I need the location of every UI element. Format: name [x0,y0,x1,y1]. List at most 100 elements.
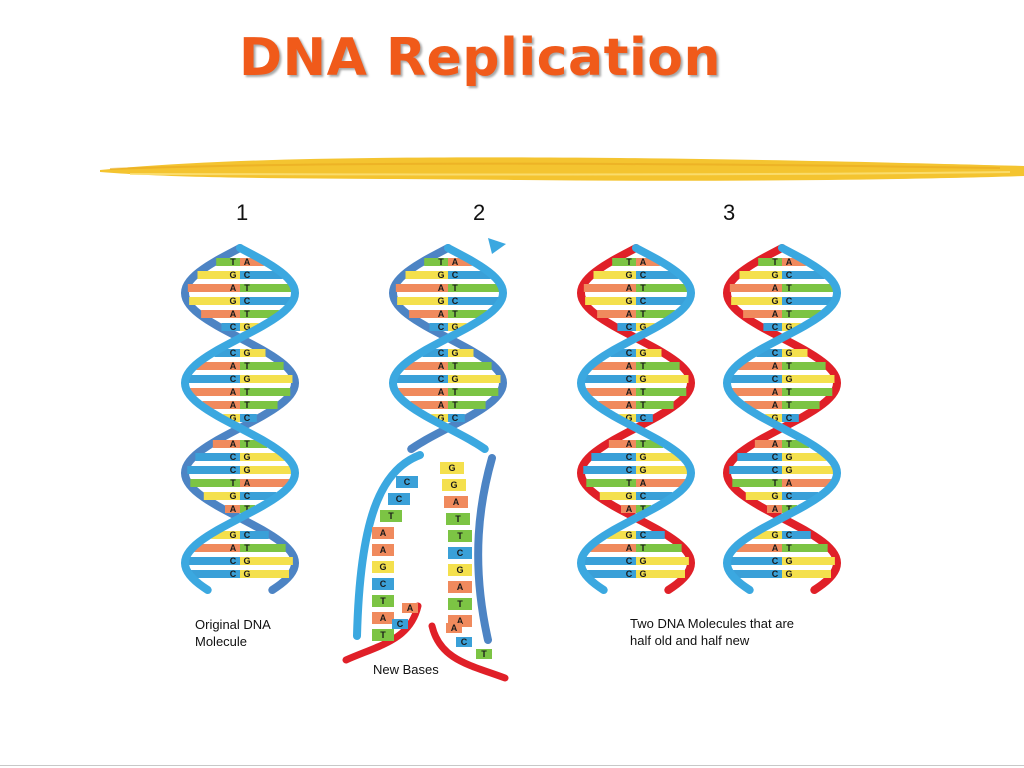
base-block-A [448,581,472,593]
strand-front [180,244,300,594]
base-letter: A [230,361,237,371]
step-number-3: 3 [723,200,736,225]
base-letter: C [772,322,779,332]
base-letter: G [639,569,646,579]
base-bar-T [782,440,810,448]
base-letter: G [785,556,792,566]
slide-title: DNA Replication [238,28,722,88]
base-letter: G [229,270,236,280]
base-bar-A [409,310,448,318]
base-letter: G [639,465,646,475]
base-bar-G [739,271,782,279]
single-base: C [372,578,394,590]
base-letter: G [625,413,632,423]
base-letter: T [772,257,778,267]
base-bar-A [202,401,240,409]
base-bar-C [636,271,679,279]
base-letter: G [771,270,778,280]
base-bar-A [782,258,806,266]
base-letter: T [452,309,458,319]
base-block-A [372,544,394,556]
base-bar-T [448,284,501,292]
base-letter: A [786,478,793,488]
base-bar-C [763,323,782,331]
base-block-A [372,612,394,624]
base-letter: A [230,543,237,553]
base-bar-A [240,258,264,266]
base-letter: C [626,322,633,332]
base-letter: G [451,348,458,358]
base-block-C [372,578,394,590]
base-bar-C [610,349,636,357]
base-letter: C [626,452,633,462]
base-letter: G [379,562,386,572]
base-letter: G [243,374,250,384]
base-bar-G [593,271,636,279]
strand-arrow-icon [488,238,506,254]
step-number-1: 1 [236,200,249,225]
base-letter: G [785,465,792,475]
base-letter: T [452,283,458,293]
base-bar-A [744,401,782,409]
base-letter: T [786,439,792,449]
base-letter: G [437,270,444,280]
base-bar-A [782,479,832,487]
base-letter: G [771,413,778,423]
base-block-G [448,564,472,576]
base-block-A [372,527,394,539]
base-bar-T [240,401,278,409]
base-letter: T [626,257,632,267]
base-bar-T [240,310,279,318]
base-bar-G [731,297,782,305]
old-strand-right [474,454,496,644]
base-letter: A [772,504,779,514]
base-letter: C [786,530,793,540]
base-letter: A [772,543,779,553]
base-block-C [456,637,472,647]
base-letter: T [640,283,646,293]
base-letter: A [451,623,458,633]
base-bar-C [187,466,240,474]
base-bar-G [636,349,662,357]
base-letter: C [772,556,779,566]
base-letter: T [244,439,250,449]
base-letter: T [640,504,646,514]
base-bar-C [240,271,283,279]
single-base: T [372,595,394,607]
base-letter: A [230,439,237,449]
base-letter: T [457,531,463,541]
base-bar-G [240,570,289,578]
base-letter: T [244,400,250,410]
base-bar-G [782,323,801,331]
base-letter: C [230,374,237,384]
base-letter: C [452,270,459,280]
base-letter: T [786,361,792,371]
yellow-brush-underline [100,157,1024,181]
base-bar-T [586,479,636,487]
base-bar-G [197,271,240,279]
base-bar-C [737,453,782,461]
base-bar-A [743,310,782,318]
base-bar-G [636,323,655,331]
base-bar-C [240,297,291,305]
step-number-2: 2 [473,200,486,225]
base-bar-A [729,284,782,292]
base-bar-A [194,544,240,552]
single-base: A [372,527,394,539]
